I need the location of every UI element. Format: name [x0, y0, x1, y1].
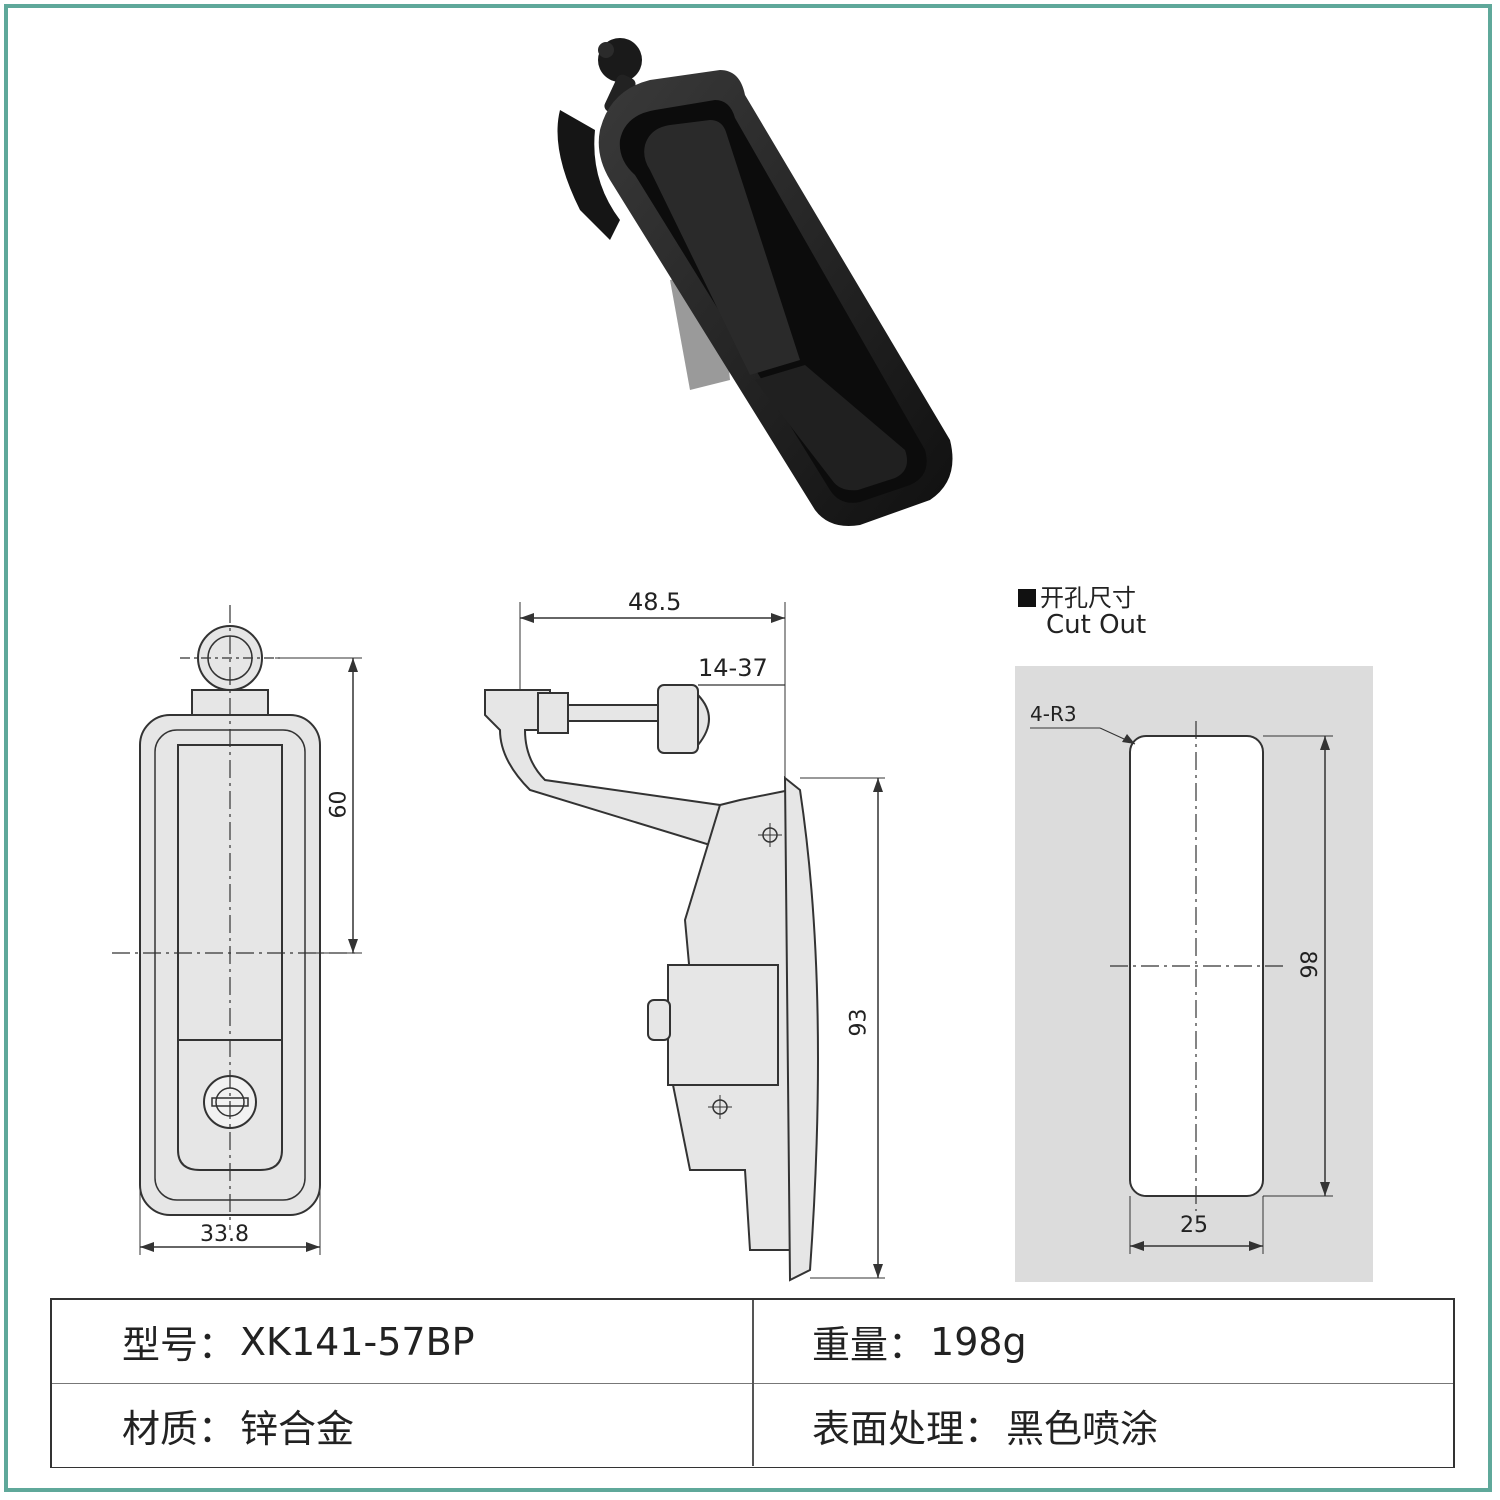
square-bullet-icon: [1018, 589, 1036, 607]
side-view-drawing: [484, 602, 885, 1282]
material-label: 材质：: [122, 1407, 237, 1451]
cutout-radius-label: 4-R3: [1030, 702, 1077, 726]
front-height-dim-label: 60: [326, 790, 352, 819]
model-cell: 型号：XK141-57BP: [122, 1300, 475, 1383]
spec-table: 型号：XK141-57BP 重量：198g 材质：锌合金 表面处理：黑色喷涂: [50, 1298, 1455, 1468]
weight-value: 198g: [930, 1319, 1027, 1364]
cutout-width-dim-label: 25: [1180, 1213, 1208, 1238]
latch-lever: [644, 120, 800, 375]
bracket-shape: [557, 110, 620, 240]
weight-cell: 重量：198g: [812, 1300, 1027, 1383]
material-cell: 材质：锌合金: [122, 1384, 354, 1467]
material-value: 锌合金: [240, 1407, 355, 1451]
cutout-title-cn: 开孔尺寸: [1040, 584, 1136, 612]
thumb-knob-icon: [657, 684, 710, 754]
side-height-dim-label: 93: [846, 1008, 872, 1037]
model-value: XK141-57BP: [240, 1319, 475, 1364]
weight-label: 重量：: [812, 1323, 927, 1367]
front-view-drawing: [112, 605, 362, 1255]
cutout-height-dim-label: 86: [1294, 950, 1320, 979]
front-width-dim-label: 33.8: [200, 1222, 249, 1247]
finish-cell: 表面处理：黑色喷涂: [812, 1384, 1158, 1467]
cutout-title-en: Cut Out: [1046, 610, 1147, 640]
cam-block: [667, 964, 779, 1086]
mount-hole-icon: [708, 1095, 732, 1119]
cutout-title: 开孔尺寸: [1018, 578, 1136, 613]
side-reach-dim-label: 48.5: [628, 588, 682, 616]
finish-label: 表面处理：: [812, 1407, 1003, 1451]
mount-hole-icon: [758, 823, 782, 847]
product-photo: [557, 38, 953, 526]
latch-button: [755, 365, 908, 491]
cutout-drawing: [1015, 666, 1373, 1282]
table-divider: [752, 1300, 754, 1466]
model-label: 型号：: [122, 1323, 237, 1367]
screw-head-icon: [647, 999, 671, 1041]
faceplate: [783, 775, 819, 1282]
finish-value: 黑色喷涂: [1006, 1407, 1159, 1451]
side-adjust-dim-label: 14-37: [698, 654, 768, 682]
